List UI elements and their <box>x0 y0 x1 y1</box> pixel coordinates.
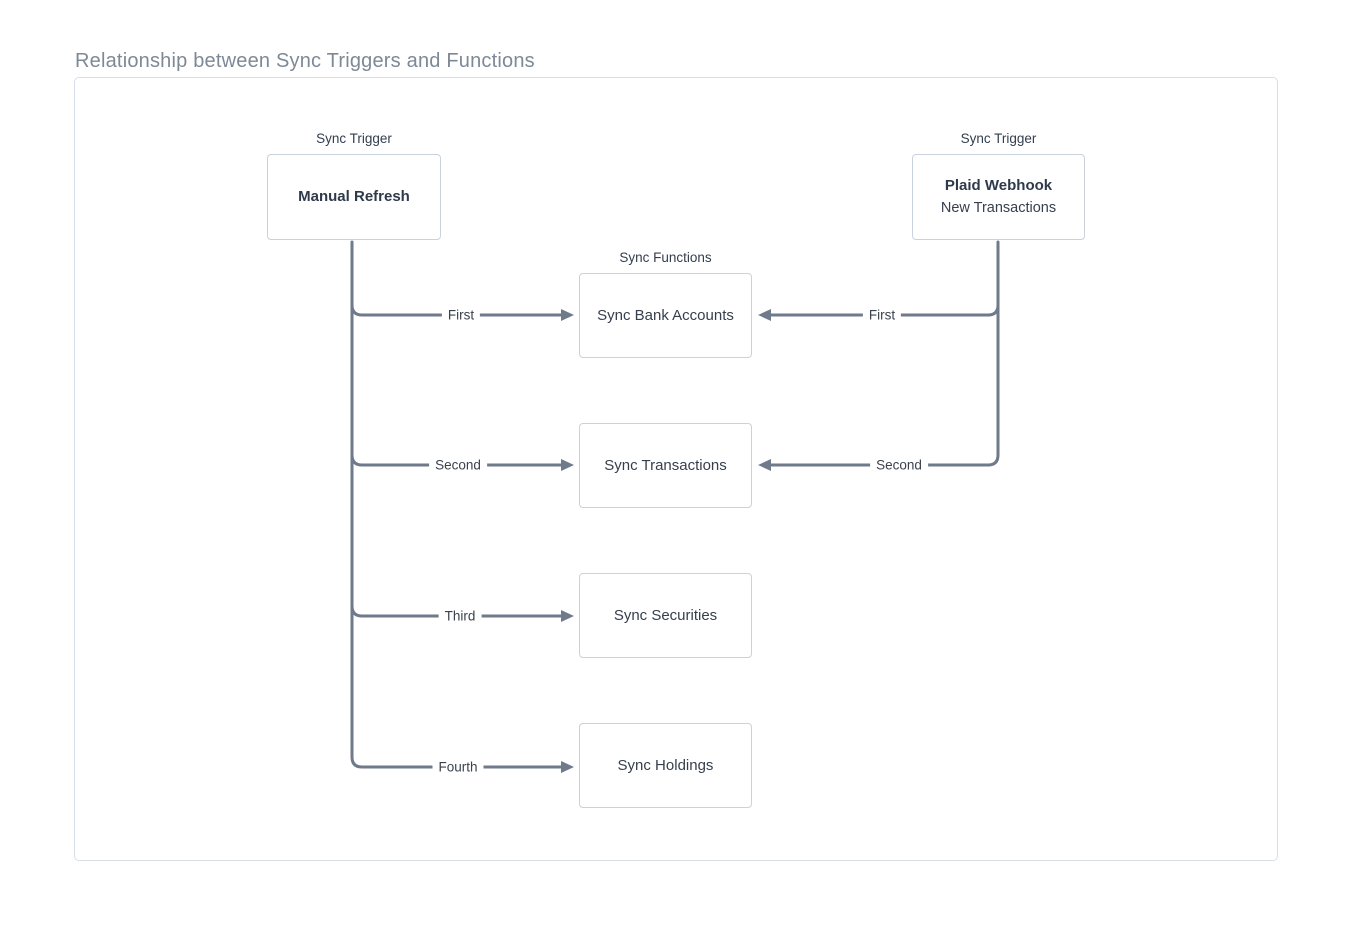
arrowhead-first-right <box>758 309 771 321</box>
page-title: Relationship between Sync Triggers and F… <box>75 50 535 72</box>
plaid-webhook-node: Sync Trigger Plaid Webhook New Transacti… <box>912 131 1085 240</box>
edge-label-first-right: First <box>862 307 902 323</box>
edge-label-second-right: Second <box>870 457 928 473</box>
arrowhead-second-right <box>758 459 771 471</box>
manual-third-branch-line <box>350 604 564 618</box>
plaid-first-branch-line <box>768 303 1000 317</box>
plaid-webhook-trunk-line <box>768 240 1000 467</box>
arrowhead-first-left <box>561 309 574 321</box>
arrowhead-third-left <box>561 610 574 622</box>
edge-label-third-left: Third <box>438 608 482 624</box>
sync-holdings-node: Sync Holdings <box>579 723 752 808</box>
sync-transactions-node: Sync Transactions <box>579 423 752 508</box>
sync-securities-label: Sync Securities <box>613 606 718 624</box>
sync-holdings-label: Sync Holdings <box>617 756 714 774</box>
manual-first-branch-line <box>350 303 564 317</box>
edge-label-second-left: Second <box>429 457 487 473</box>
arrowhead-fourth-left <box>561 761 574 773</box>
manual-refresh-node: Sync Trigger Manual Refresh <box>267 131 441 240</box>
sync-bank-accounts-node: Sync Functions Sync Bank Accounts <box>579 250 752 358</box>
manual-refresh-title: Manual Refresh <box>298 188 410 205</box>
sync-transactions-label: Sync Transactions <box>604 456 727 474</box>
manual-refresh-trunk-line <box>350 240 564 769</box>
plaid-webhook-title: Plaid Webhook <box>944 177 1053 194</box>
edge-label-fourth-left: Fourth <box>432 759 484 775</box>
sync-trigger-caption: Sync Trigger <box>960 131 1037 146</box>
plaid-webhook-subtitle: New Transactions <box>940 200 1057 216</box>
arrowhead-second-left <box>561 459 574 471</box>
sync-securities-node: Sync Securities <box>579 573 752 658</box>
manual-second-branch-line <box>350 453 564 467</box>
sync-trigger-caption: Sync Trigger <box>316 131 392 146</box>
sync-bank-accounts-label: Sync Bank Accounts <box>597 306 734 324</box>
edge-label-first-left: First <box>441 307 481 323</box>
sync-functions-caption: Sync Functions <box>619 250 712 265</box>
